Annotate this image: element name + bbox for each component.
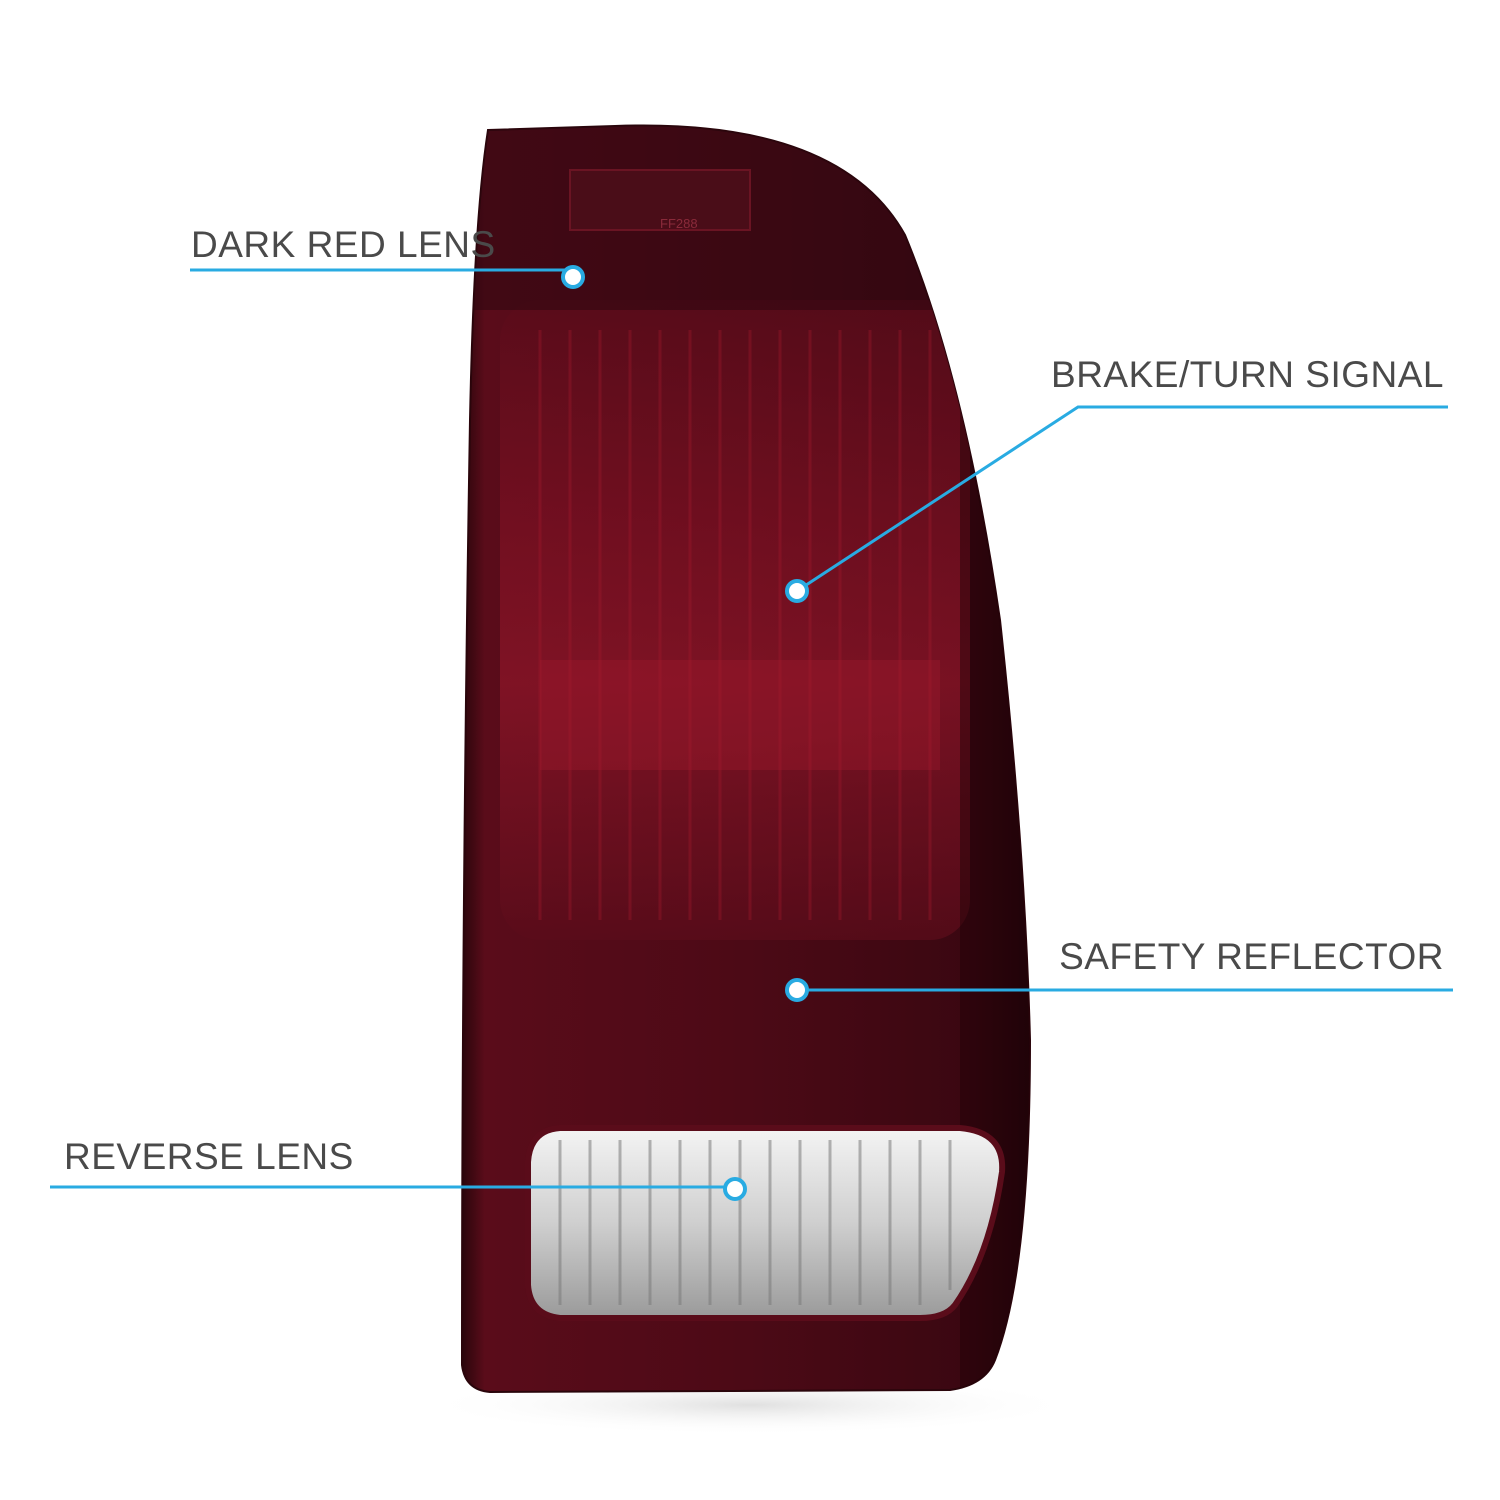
reverse-lens-ridges — [558, 1140, 952, 1305]
part-marking-plate — [569, 169, 751, 231]
reverse-lens-window — [525, 1125, 1006, 1321]
dot-dark-red-lens — [561, 265, 585, 289]
tail-light-housing: FF288 — [460, 124, 1032, 1394]
part-code-text: FF288 — [660, 216, 698, 231]
dot-safety-reflector — [785, 978, 809, 1002]
callout-dots — [561, 265, 809, 1201]
dot-brake-turn-signal — [785, 579, 809, 603]
lens-hotspot — [540, 660, 940, 770]
callout-label-safety-reflector: SAFETY REFLECTOR — [1059, 936, 1444, 977]
callout-label-reverse-lens: REVERSE LENS — [64, 1136, 354, 1177]
leader-brake-turn-signal — [796, 405, 1448, 593]
brake-turn-zone — [500, 300, 970, 940]
lens-optic-ridges — [538, 330, 932, 920]
callout-label-brake-turn-signal: BRAKE/TURN SIGNAL — [1051, 354, 1444, 395]
callout-label-dark-red-lens: DARK RED LENS — [191, 224, 496, 265]
dot-reverse-lens — [723, 1177, 747, 1201]
